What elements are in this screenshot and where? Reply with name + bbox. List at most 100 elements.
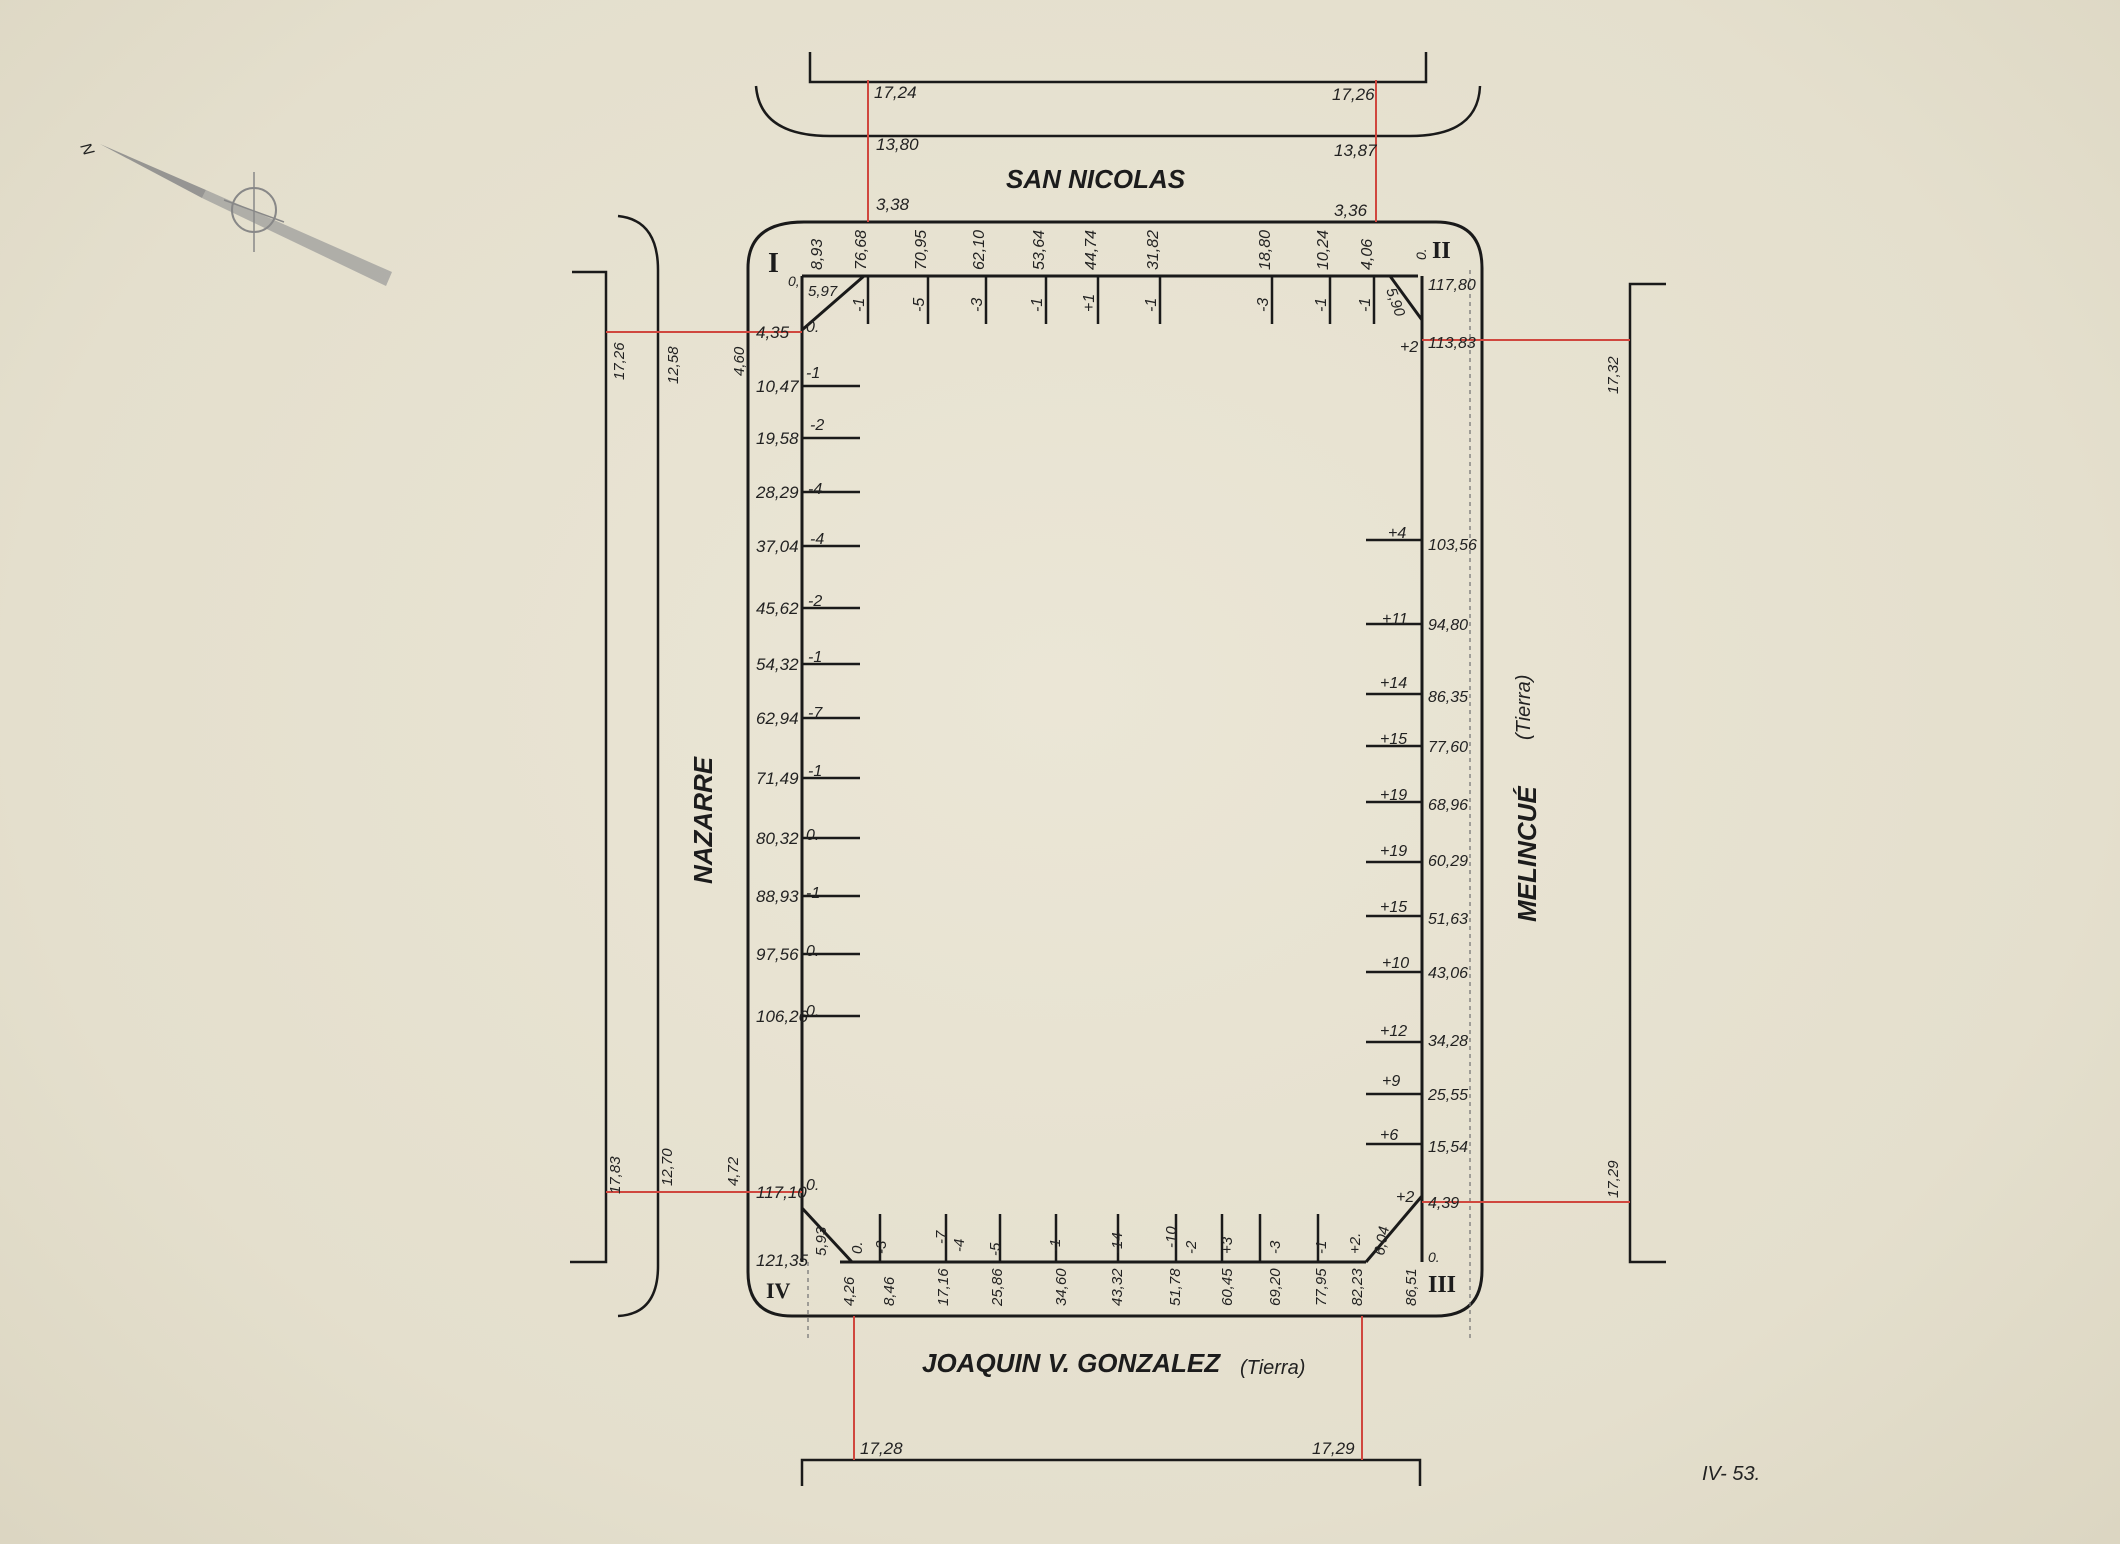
east-distance-label: 68,96 bbox=[1428, 797, 1468, 814]
east-difference-label: +19 bbox=[1380, 843, 1407, 860]
west-difference-label: -1 bbox=[808, 649, 822, 666]
north-offset-1: 3,38 bbox=[876, 195, 910, 214]
north-distance-label: 18,80 bbox=[1257, 230, 1274, 270]
north-distance-label: 62,10 bbox=[971, 230, 988, 270]
south-distance-label: 60,45 bbox=[1219, 1268, 1236, 1306]
west-difference-label: -4 bbox=[810, 531, 824, 548]
west-distance-label: 28,29 bbox=[755, 483, 799, 502]
west-distance-label: 62,94 bbox=[756, 709, 799, 728]
west-difference-label: -2 bbox=[808, 593, 822, 610]
north-difference-label: -1 bbox=[851, 298, 868, 312]
south-difference-label: -1 bbox=[1313, 1241, 1330, 1254]
south-distance-label: 51,78 bbox=[1167, 1268, 1184, 1306]
block-outline bbox=[746, 220, 1484, 1340]
west-offset-2: 4,72 bbox=[725, 1156, 742, 1186]
south-distance-label: 34,60 bbox=[1053, 1268, 1070, 1306]
street-name-north: SAN NICOLAS bbox=[1006, 164, 1186, 194]
north-curb-level-2: 13,87 bbox=[1334, 141, 1377, 160]
east-difference-label: +9 bbox=[1382, 1073, 1400, 1090]
east-difference-label: +6 bbox=[1380, 1127, 1398, 1144]
west-distance-label: 54,32 bbox=[756, 655, 799, 674]
north-distance-label: 10,24 bbox=[1315, 230, 1332, 270]
east-outer-level-1: 17,32 bbox=[1605, 356, 1622, 394]
west-distance-label: 45,62 bbox=[756, 599, 799, 618]
east-difference-label: +15 bbox=[1380, 899, 1407, 916]
east-distance-label: 86,35 bbox=[1428, 689, 1468, 706]
east-distance-label: 15,54 bbox=[1428, 1139, 1468, 1156]
south-difference-label: 0. bbox=[849, 1241, 866, 1254]
east-difference-label: +2 bbox=[1396, 1189, 1414, 1206]
corner-III: III bbox=[1428, 1272, 1456, 1298]
section-lines bbox=[606, 80, 1630, 1460]
east-distance-label: 4,39 bbox=[1428, 1195, 1459, 1212]
south-distance-label: 86,51 bbox=[1403, 1268, 1420, 1306]
north-difference-label: -1 bbox=[1143, 298, 1160, 312]
north-distance-label: 4,06 bbox=[1359, 239, 1376, 270]
east-distance-label: 60,29 bbox=[1428, 853, 1468, 870]
west-distance-label: 117,10 bbox=[756, 1183, 807, 1202]
west-offset-1: 4,60 bbox=[731, 346, 748, 376]
street-name-south: JOAQUIN V. GONZALEZ bbox=[922, 1348, 1221, 1378]
street-note-east: (Tierra) bbox=[1513, 675, 1535, 740]
street-name-west: NAZARRE bbox=[688, 756, 718, 884]
west-difference-label: -2 bbox=[810, 417, 824, 434]
east-difference-label: +19 bbox=[1380, 787, 1407, 804]
north-distance-label: 31,82 bbox=[1145, 230, 1162, 270]
west-distance-label: 80,32 bbox=[756, 829, 799, 848]
north-distance-label: 53,64 bbox=[1031, 230, 1048, 270]
south-outer-level-2: 17,29 bbox=[1312, 1439, 1355, 1458]
north-offset-2: 3,36 bbox=[1334, 201, 1368, 220]
west-difference-label: -4 bbox=[808, 481, 822, 498]
north-street-curbs bbox=[754, 52, 1482, 138]
north-distance-label: 44,74 bbox=[1083, 230, 1100, 270]
south-difference-label: -3 bbox=[1267, 1240, 1284, 1254]
east-distance-label: 34,28 bbox=[1428, 1033, 1468, 1050]
west-difference-label: -1 bbox=[806, 885, 820, 902]
west-difference-label: -1 bbox=[806, 365, 820, 382]
street-note-south: (Tierra) bbox=[1240, 1357, 1305, 1379]
west-difference-label: 0. bbox=[806, 319, 819, 336]
west-difference-label: -7 bbox=[808, 705, 823, 722]
south-distance-label: 77,95 bbox=[1313, 1268, 1330, 1306]
west-distance-label: 106,26 bbox=[756, 1007, 809, 1026]
north-distance-label: 76,68 bbox=[853, 230, 870, 270]
east-difference-label: +2 bbox=[1400, 339, 1418, 356]
east-street-curb bbox=[1628, 282, 1666, 1264]
south-difference-label: -14 bbox=[1109, 1232, 1126, 1254]
street-name-east: MELINCUÉ bbox=[1512, 786, 1542, 922]
north-difference-label: -1 bbox=[1313, 298, 1330, 312]
north-arrow-letter: N bbox=[76, 141, 96, 159]
south-outer-level-1: 17,28 bbox=[860, 1439, 903, 1458]
east-chamfer-south: 6,04 bbox=[1371, 1225, 1393, 1257]
corner-II: II bbox=[1432, 238, 1451, 264]
west-outer-level-2: 17,83 bbox=[607, 1156, 624, 1194]
north-difference-label: -1 bbox=[1029, 298, 1046, 312]
south-difference-label: +3 bbox=[1219, 1236, 1236, 1254]
east-difference-label: +14 bbox=[1380, 675, 1407, 692]
east-distance-label: 103,56 bbox=[1428, 537, 1477, 554]
south-street-curb bbox=[800, 1458, 1422, 1486]
east-distance-label: 51,63 bbox=[1428, 911, 1468, 928]
east-outer-level-2: 17,29 bbox=[1605, 1160, 1622, 1198]
east-distance-label: 25,55 bbox=[1427, 1087, 1468, 1104]
west-curb-level-1: 12,58 bbox=[665, 346, 682, 384]
south-difference-label: -10 bbox=[1163, 1226, 1180, 1248]
south-distance-label: 4,26 bbox=[841, 1276, 858, 1306]
corner-II-zero: 0. bbox=[1413, 248, 1429, 260]
west-curb-level-2: 12,70 bbox=[659, 1148, 676, 1186]
east-difference-label: +11 bbox=[1382, 611, 1408, 628]
north-difference-label: +1 bbox=[1081, 294, 1098, 312]
south-difference-label: -2 bbox=[1183, 1240, 1200, 1254]
west-distance-label: 10,47 bbox=[756, 377, 799, 396]
west-difference-label: 0. bbox=[806, 827, 819, 844]
east-distance-label: 113,83 bbox=[1428, 335, 1476, 352]
west-difference-label: 0. bbox=[806, 1177, 819, 1194]
east-difference-label: +4 bbox=[1388, 525, 1406, 542]
level-ticks: 76,68-170,95-562,10-353,64-144,74+131,82… bbox=[755, 230, 1477, 1307]
south-difference-label: -4 bbox=[951, 1239, 968, 1252]
east-difference-label: +15 bbox=[1380, 731, 1407, 748]
west-distance-label: 88,93 bbox=[756, 887, 799, 906]
east-distance-label: 43,06 bbox=[1428, 965, 1468, 982]
